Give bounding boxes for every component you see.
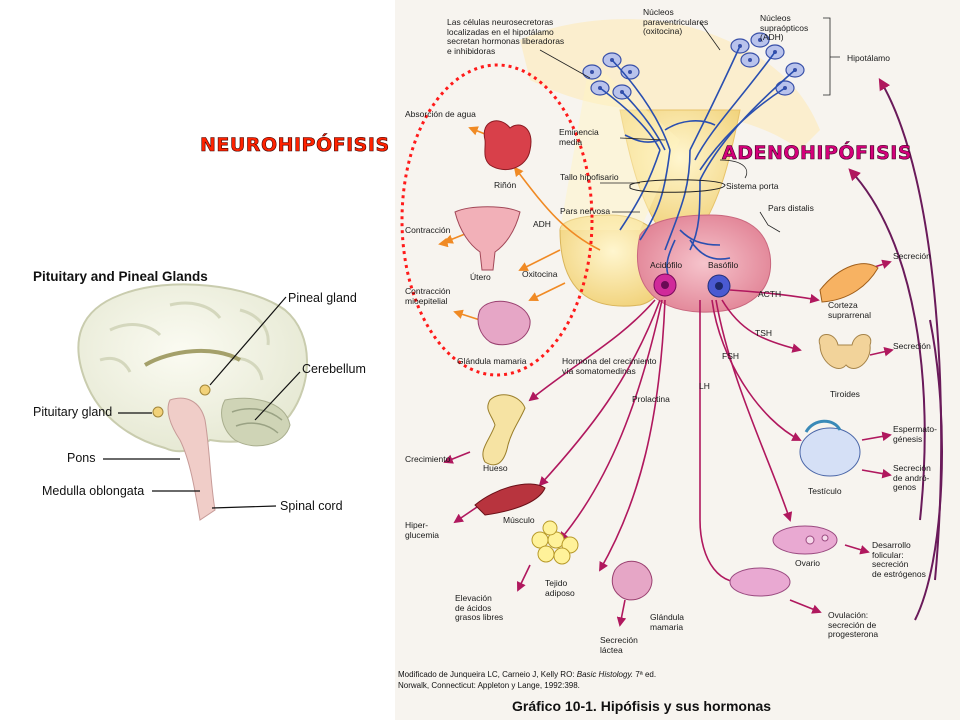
contraction-label: Contracción bbox=[405, 225, 451, 235]
citation-line-1: Modificado de Junqueira LC, Carneio J, K… bbox=[398, 670, 656, 680]
acth-label: ACTH bbox=[758, 289, 782, 299]
bone-label: Hueso bbox=[483, 463, 508, 473]
brain-sagittal-image bbox=[77, 283, 308, 521]
mammary-gland-image bbox=[477, 300, 531, 346]
growth-hormone-label: Hormona del crecimiento vía somatomedina… bbox=[562, 356, 657, 376]
paraventricular-label: Núcleos paraventriculares (oxitocina) bbox=[643, 7, 709, 36]
secretion1-label: Secreción bbox=[893, 251, 931, 261]
myoepithelial-label: Contracción mioepitelial bbox=[405, 286, 451, 306]
stalk-label: Tallo hipofisario bbox=[560, 172, 619, 182]
mammary2-label: Glándula mamaria bbox=[650, 612, 685, 632]
pituitary-gland-label: Pituitary gland bbox=[33, 405, 113, 419]
spermatogenesis-label: Espermato- génesis bbox=[893, 424, 937, 444]
median-eminence-label: Eminencia media bbox=[559, 127, 599, 147]
citation-suffix: 7ª ed. bbox=[633, 670, 657, 679]
adenohypophysis-title: ADENOHIPÓFISIS bbox=[722, 142, 913, 165]
uterus-image bbox=[454, 206, 521, 271]
adipose-image bbox=[531, 520, 579, 565]
neurohypophysis-title: NEUROHIPÓFISIS bbox=[200, 134, 390, 157]
muscle-label: Músculo bbox=[503, 515, 535, 525]
adh-label: ADH bbox=[533, 219, 551, 229]
ovary2-image bbox=[729, 567, 791, 597]
adrenal-image bbox=[819, 263, 879, 303]
uterus-label: Útero bbox=[470, 272, 491, 282]
ovary-image bbox=[772, 525, 838, 555]
fatty-acids-label: Elevación de ácidos grasos libres bbox=[455, 593, 504, 622]
fsh-label: FSH bbox=[722, 351, 739, 361]
cerebellum-label: Cerebellum bbox=[302, 362, 366, 376]
pars-nervosa-label: Pars nervosa bbox=[560, 206, 611, 216]
nerve-fibres bbox=[599, 45, 796, 276]
citation-book: Basic Histology. bbox=[576, 670, 634, 679]
mammary2-image bbox=[611, 560, 653, 601]
androgens-label: Secreción de andró- genos bbox=[893, 463, 931, 492]
tsh-label: TSH bbox=[755, 328, 772, 338]
neurohypophysis-highlight bbox=[400, 63, 594, 377]
pineal-leader-lines bbox=[103, 296, 301, 509]
pars-distalis-label: Pars distalis bbox=[768, 203, 814, 213]
citation-line-2: Norwalk, Connecticut: Appleton y Lange, … bbox=[398, 681, 580, 690]
water-absorption-label: Absorción de agua bbox=[405, 109, 476, 119]
testis-image bbox=[799, 427, 861, 477]
figure-title: Gráfico 10-1. Hipófisis y sus hormonas bbox=[512, 698, 772, 714]
spinal-cord-label: Spinal cord bbox=[280, 499, 343, 513]
hypothalamus-label: Hipotálamo bbox=[847, 53, 890, 63]
growth-label: Crecimiento bbox=[405, 454, 451, 464]
medulla-label: Medulla oblongata bbox=[42, 484, 145, 498]
pineal-figure-title: Pituitary and Pineal Glands bbox=[33, 269, 208, 284]
follicular-label: Desarrollo folicular: secreción de estró… bbox=[872, 540, 926, 579]
basophil-label: Basófilo bbox=[708, 260, 739, 270]
neurosecretory-cells-label: Las células neurosecretoras localizadas … bbox=[447, 17, 565, 56]
citation-prefix: Modificado de Junqueira LC, Carneio J, K… bbox=[398, 670, 577, 679]
pons-label: Pons bbox=[67, 451, 96, 465]
lh-label: LH bbox=[699, 381, 710, 391]
hyperglycemia-label: Hiper- glucemia bbox=[405, 520, 440, 540]
acidophil-label: Acidófilo bbox=[650, 260, 683, 270]
stalk-ring bbox=[629, 179, 726, 193]
portal-system-label: Sistema porta bbox=[726, 181, 779, 191]
bone-image bbox=[482, 394, 526, 466]
ovary-label: Ovario bbox=[795, 558, 821, 568]
ovulation-label: Ovulación: secreción de progesterona bbox=[828, 610, 879, 639]
thyroid-image bbox=[818, 334, 872, 369]
pineal-gland-label: Pineal gland bbox=[288, 291, 357, 305]
muscle-image bbox=[474, 483, 546, 516]
adipose-label: Tejido adiposo bbox=[545, 578, 575, 598]
kidney-label: Riñón bbox=[494, 180, 517, 190]
adrenal-cortex-label: Corteza suprarrenal bbox=[828, 300, 871, 320]
testis-label: Testículo bbox=[808, 486, 842, 496]
secretion2-label: Secreción bbox=[893, 341, 931, 351]
prolactin-label: Prolactina bbox=[632, 394, 670, 404]
kidney-image bbox=[483, 120, 532, 170]
supraoptic-label: Núcleos supraópticos (ADH) bbox=[760, 13, 809, 42]
thyroid-label: Tiroides bbox=[830, 389, 860, 399]
mammary-gland-label: Glándula mamaria bbox=[457, 356, 527, 366]
milk-secretion-label: Secreción láctea bbox=[600, 635, 638, 655]
oxytocin-label: Oxitocina bbox=[522, 269, 558, 279]
